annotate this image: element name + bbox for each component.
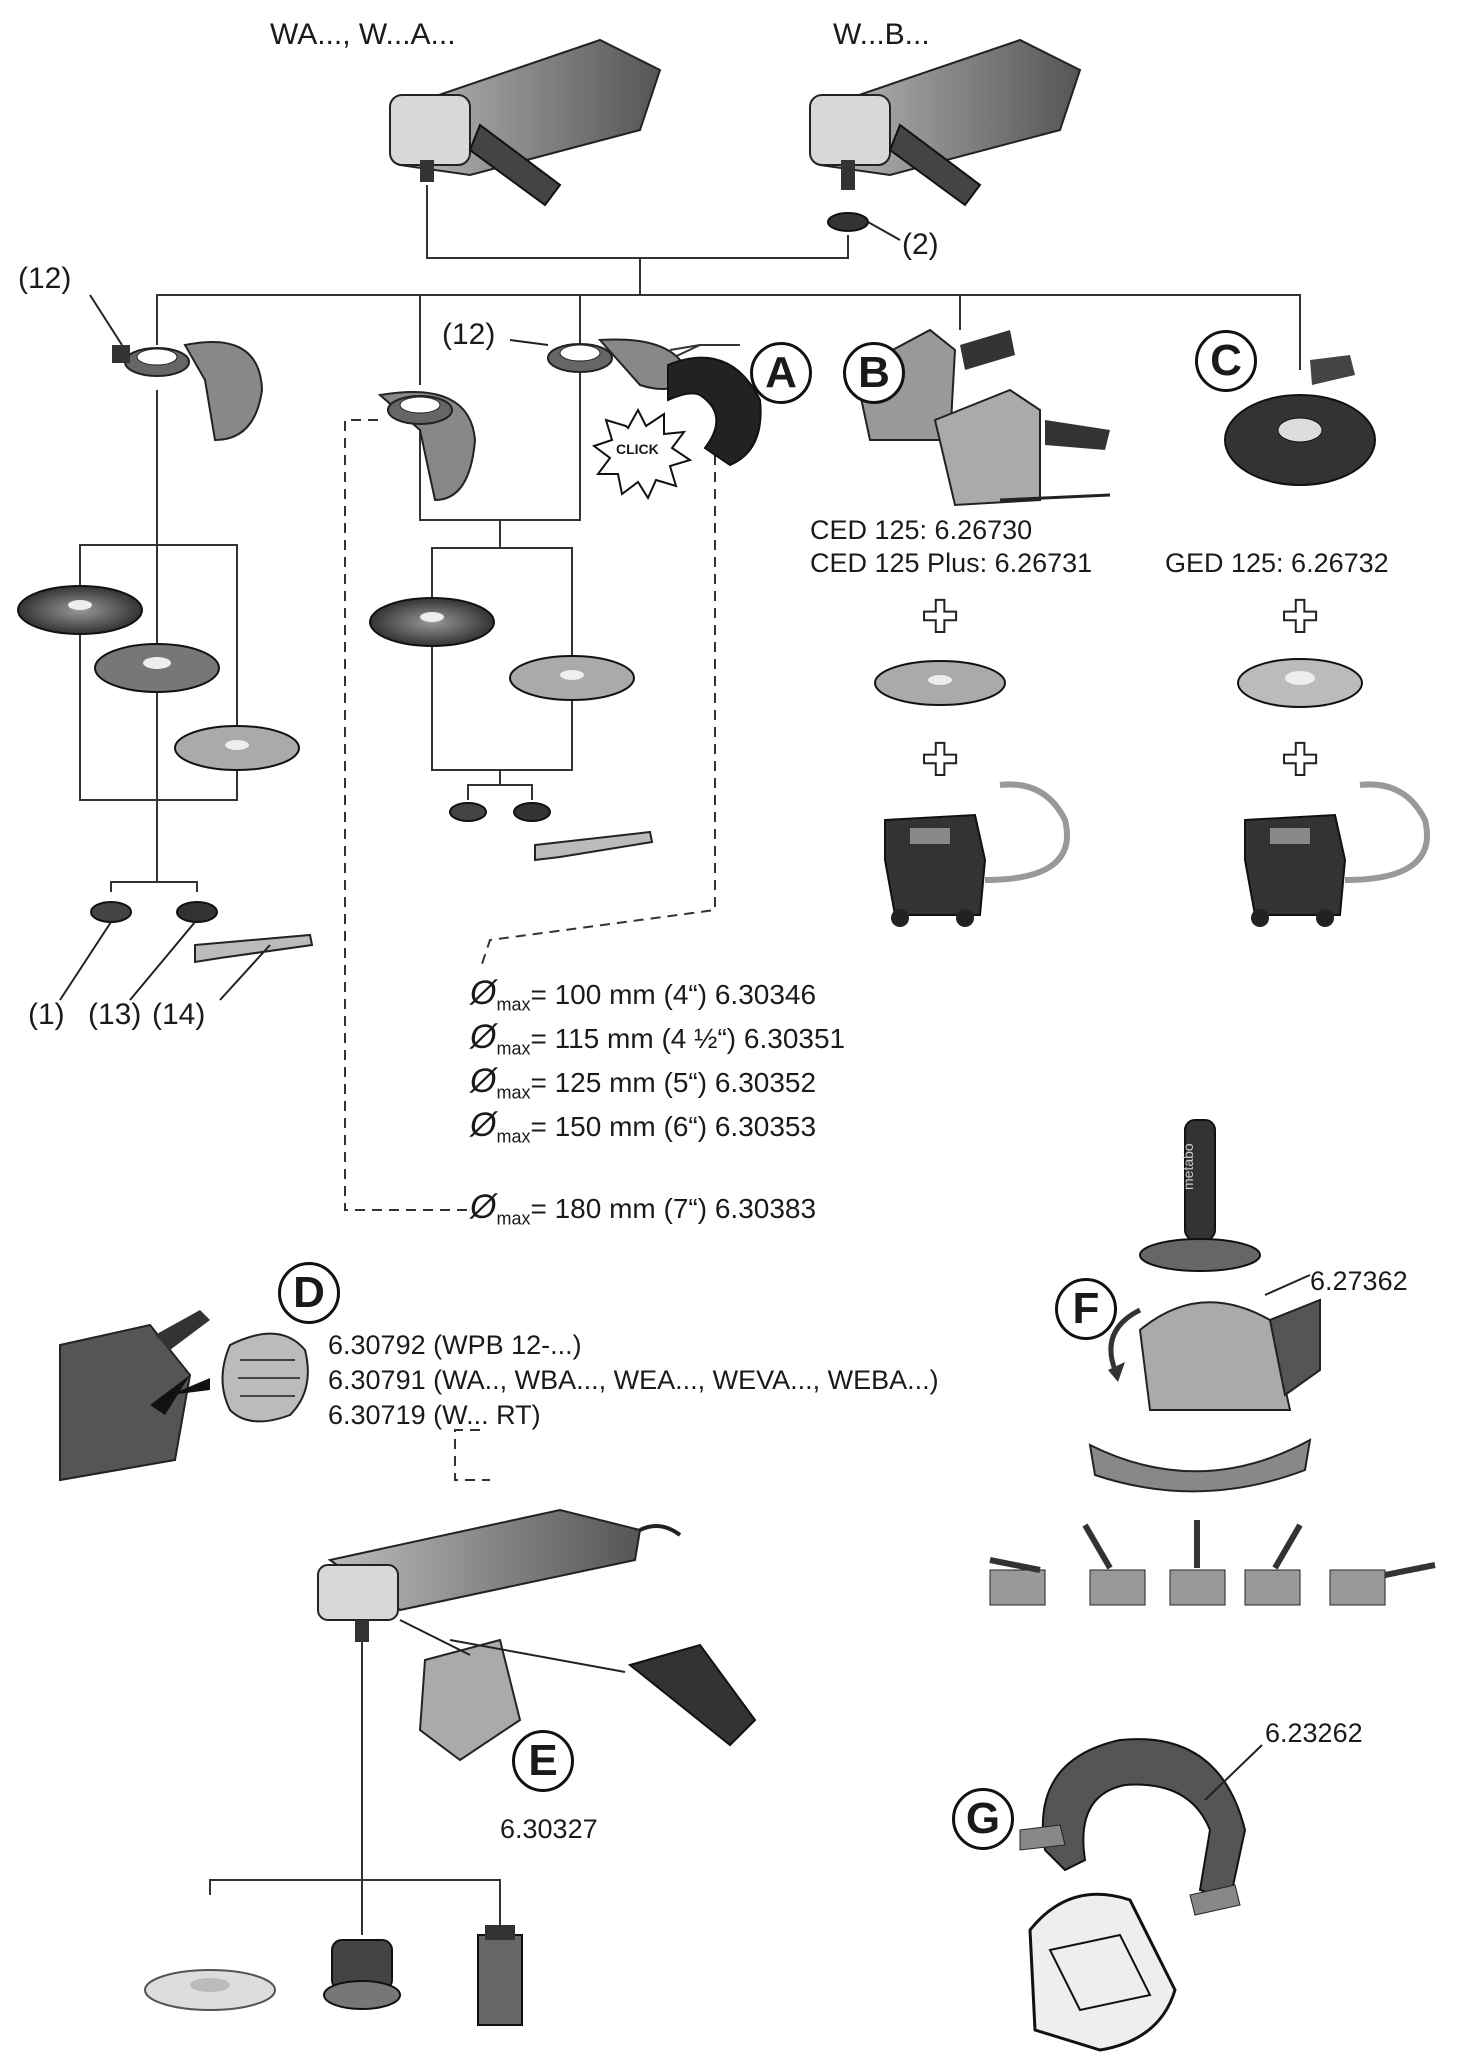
plus-icon: ✚ [1282,735,1319,786]
guard-left-image [89,294,264,442]
dust-filter-d-image [221,1332,309,1423]
guard-spec-100: Ømax= 100 mm (4“) 6.30346 [470,974,817,1015]
clamping-nut-mid [513,802,551,822]
callout-13: (13) [88,998,142,1031]
cover-a-image [667,356,762,467]
callout-1: (1) [28,998,65,1031]
diamond-disc-mid [509,655,635,701]
letter-c: C [1195,330,1257,392]
core-bit-e [477,1925,523,2026]
flap-disc-left [94,643,220,693]
letter-d: D [278,1262,340,1324]
model-label-a: WA..., W...A... [270,18,456,51]
diamond-blade-b [874,660,1006,706]
vacuum-b-image [884,781,1070,927]
ced-125-code: CED 125: 6.26730 [810,515,1033,545]
bow-handle-g-image [1019,1738,1263,1916]
clamping-nut-13 [176,901,218,923]
ced-125-plus-code: CED 125 Plus: 6.26731 [810,548,1093,578]
hand-guard-e-image [399,1619,522,1762]
plus-icon: ✚ [922,735,959,786]
rubber-pad-e [144,1969,276,2011]
cup-wheel-c [1237,658,1363,708]
quick-nut-2 [827,212,869,232]
grinding-hood-c-image [1224,355,1376,486]
handle-positions-f [989,1520,1436,1606]
guard-spec-180: Ømax= 180 mm (7“) 6.30383 [470,1188,817,1229]
plus-icon: ✚ [922,592,959,643]
guard-spec-125: Ømax= 125 mm (5“) 6.30352 [470,1062,817,1103]
guard-mid-left-image [377,391,477,502]
click-label: CLICK [616,441,659,457]
callout-12-left: (12) [18,262,72,295]
guard-spec-115: Ømax= 115 mm (4 ½“) 6.30351 [470,1018,846,1059]
grinder-b-image [809,38,1082,241]
tree-lines [79,185,1301,892]
callout-12-mid: (12) [442,318,496,351]
guard-mid-right-image [509,338,692,390]
two-pin-spanner-14 [194,933,314,964]
support-flange-mid [449,802,487,822]
cutting-disc-left [17,585,143,635]
diamond-disc-left [174,725,300,771]
letter-a: A [750,342,812,404]
wire-brush-e [323,1939,401,2010]
dust-filter-code-3: 6.30719 (W... RT) [328,1400,541,1430]
plus-icon: ✚ [1282,592,1319,643]
grinder-rear-d-image [59,1310,210,1482]
model-label-b: W...B... [833,18,930,51]
ged-125-code: GED 125: 6.26732 [1165,548,1389,578]
callout-14: (14) [152,998,206,1031]
callout-2: (2) [902,228,939,261]
letter-g: G [952,1788,1014,1850]
spanner-mid [534,830,654,862]
dust-filter-code-1: 6.30792 (WPB 12-...) [328,1330,582,1360]
grinder-head-g-image [1028,1892,1177,2052]
dashed-lines [344,419,716,1481]
side-handle-e-image [449,1639,757,1747]
click-burst [591,407,693,501]
side-handle-code: 6.27362 [1310,1266,1408,1296]
bow-handle-code: 6.23262 [1265,1718,1363,1748]
support-flange-1 [90,901,132,923]
guard-spec-150: Ømax= 150 mm (6“) 6.30353 [470,1106,817,1147]
grinder-e-image [317,1508,682,1642]
cutting-disc-mid [369,597,495,647]
grinder-a-image [389,38,662,207]
letter-b: B [843,342,905,404]
grinder-f-image [1088,1119,1321,1493]
letter-e: E [512,1730,574,1792]
handle-brand-text: metabo [1180,1143,1196,1190]
letter-f: F [1055,1278,1117,1340]
dust-filter-code-2: 6.30791 (WA.., WBA..., WEA..., WEVA..., … [328,1365,939,1395]
vacuum-c-image [1244,781,1430,927]
hand-guard-code: 6.30327 [500,1814,598,1844]
